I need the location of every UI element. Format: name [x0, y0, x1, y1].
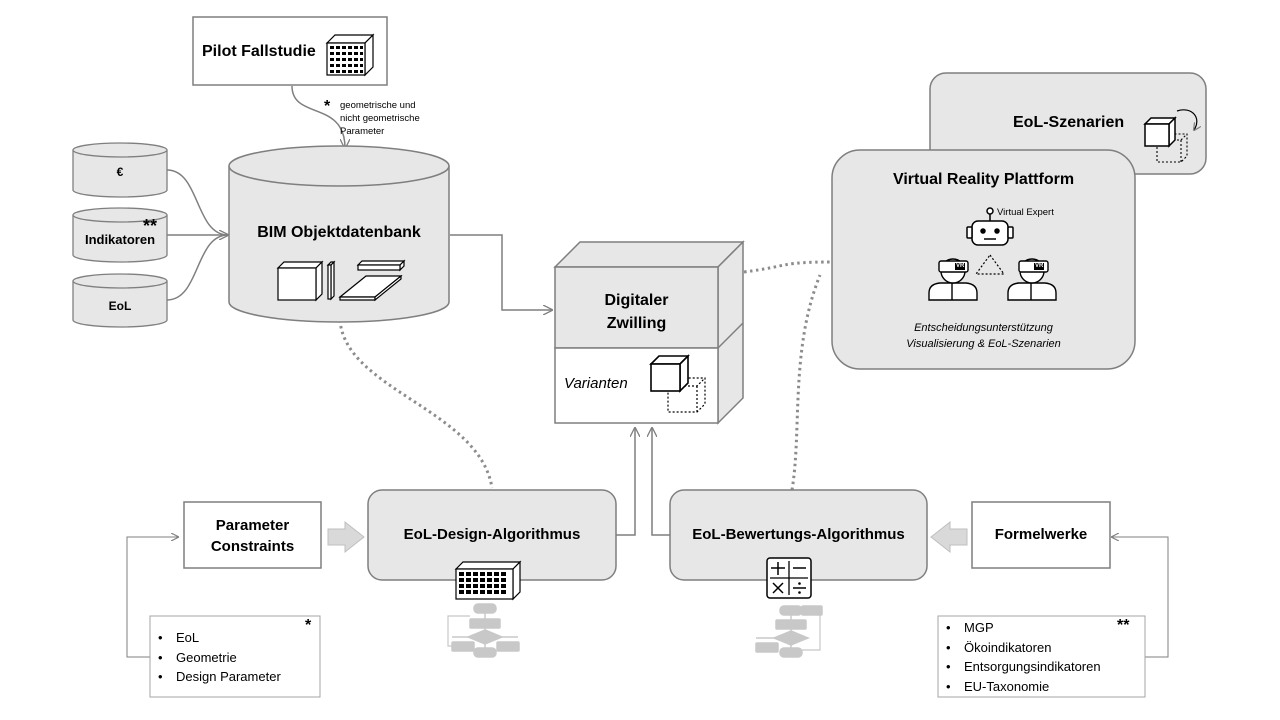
vr-caption-line2: Visualisierung & EoL-Szenarien [906, 338, 1061, 350]
formelwerke-box [971, 501, 1111, 569]
triangle-icon [974, 253, 1006, 275]
list-item: Design Parameter [150, 667, 281, 687]
block-arrow-constraints [327, 520, 365, 554]
twin-label: Digitaler Zwilling [555, 289, 718, 335]
list-right: MGP Ökoindikatoren Entsorgungsindikatore… [938, 618, 1101, 696]
list-item: MGP [938, 618, 1101, 638]
connector-eval-to-twin [652, 428, 672, 536]
connector-list-right-loop [1112, 537, 1169, 658]
list-item: Entsorgungsindikatoren [938, 657, 1101, 677]
vr-platform-box [831, 149, 1136, 370]
connector-eol-to-bim [166, 234, 229, 301]
vr-caption-line1: Entscheidungsunterstützung [914, 322, 1053, 334]
list-item: EoL [150, 628, 281, 648]
param-constraints-label: Parameter Constraints [184, 515, 321, 557]
params-note-star: * [324, 98, 331, 115]
design-algo-label: EoL-Design-Algorithmus [403, 526, 581, 543]
list-item: Geometrie [150, 648, 281, 668]
params-note-line: geometrische und [340, 100, 416, 111]
virtual-expert-label: Virtual Expert [997, 207, 1054, 218]
calculator-icon [766, 557, 812, 599]
vr-user-left-icon [928, 258, 978, 301]
design-building-icon [454, 560, 522, 601]
dotted-eval-to-vr [790, 274, 822, 491]
cylinder-euro [72, 142, 168, 198]
flowchart-icon-right [755, 605, 823, 658]
connector-pilot-to-bim [291, 85, 345, 148]
params-note-line: nicht geometrische [340, 113, 420, 124]
scenarios-label: EoL-Szenarien [1013, 114, 1125, 131]
list-left-mark: * [305, 617, 312, 634]
twin-label-line1: Digitaler [604, 292, 669, 309]
cylinder-eol [72, 273, 168, 328]
building-elements-icon [276, 259, 406, 302]
list-right-mark: ** [1117, 617, 1130, 634]
formelwerke-label: Formelwerke [994, 526, 1088, 543]
connector-design-to-twin [615, 428, 635, 536]
variants-label: Varianten [564, 375, 628, 392]
vr-headset-label-right: VR [1034, 263, 1045, 270]
cylinder-indikatoren [72, 207, 168, 263]
param-constraints-line2: Constraints [210, 538, 295, 555]
connector-list-left-loop [126, 537, 178, 658]
pilot-label: Pilot Fallstudie [202, 43, 316, 60]
vr-headset-label-left: VR [955, 263, 966, 270]
vr-caption: Entscheidungsunterstützung Visualisierun… [832, 320, 1135, 352]
param-constraints-box [183, 501, 322, 569]
variants-cube-icon [649, 354, 706, 413]
dotted-twin-to-vr [743, 260, 833, 274]
input-euro-label: € [116, 165, 124, 179]
building-icon [325, 33, 375, 77]
dotted-bim-to-design [338, 319, 494, 489]
scenario-cube-icon [1143, 109, 1197, 163]
indikatoren-mark: ** [143, 216, 158, 236]
vr-title: Virtual Reality Plattform [892, 171, 1075, 188]
list-left: EoL Geometrie Design Parameter [150, 628, 281, 687]
twin-label-line2: Zwilling [606, 315, 667, 332]
bim-label: BIM Objektdatenbank [257, 224, 421, 241]
robot-icon [966, 207, 1014, 246]
param-constraints-line1: Parameter [215, 517, 290, 534]
eval-algo-label: EoL-Bewertungs-Algorithmus [692, 526, 905, 543]
list-item: EU-Taxonomie [938, 677, 1101, 697]
input-eol-label: EoL [108, 299, 132, 313]
flowchart-icon-left [447, 603, 520, 658]
connector-bim-to-twin [450, 234, 552, 310]
block-arrow-formelwerke [930, 520, 968, 554]
params-note-line: Parameter [340, 126, 385, 137]
params-note: geometrische und nicht geometrische Para… [340, 99, 420, 138]
digital-twin-block [553, 240, 745, 425]
connector-euro-to-bim [166, 169, 229, 236]
list-item: Ökoindikatoren [938, 638, 1101, 658]
input-indikatoren-label: Indikatoren [84, 232, 156, 247]
